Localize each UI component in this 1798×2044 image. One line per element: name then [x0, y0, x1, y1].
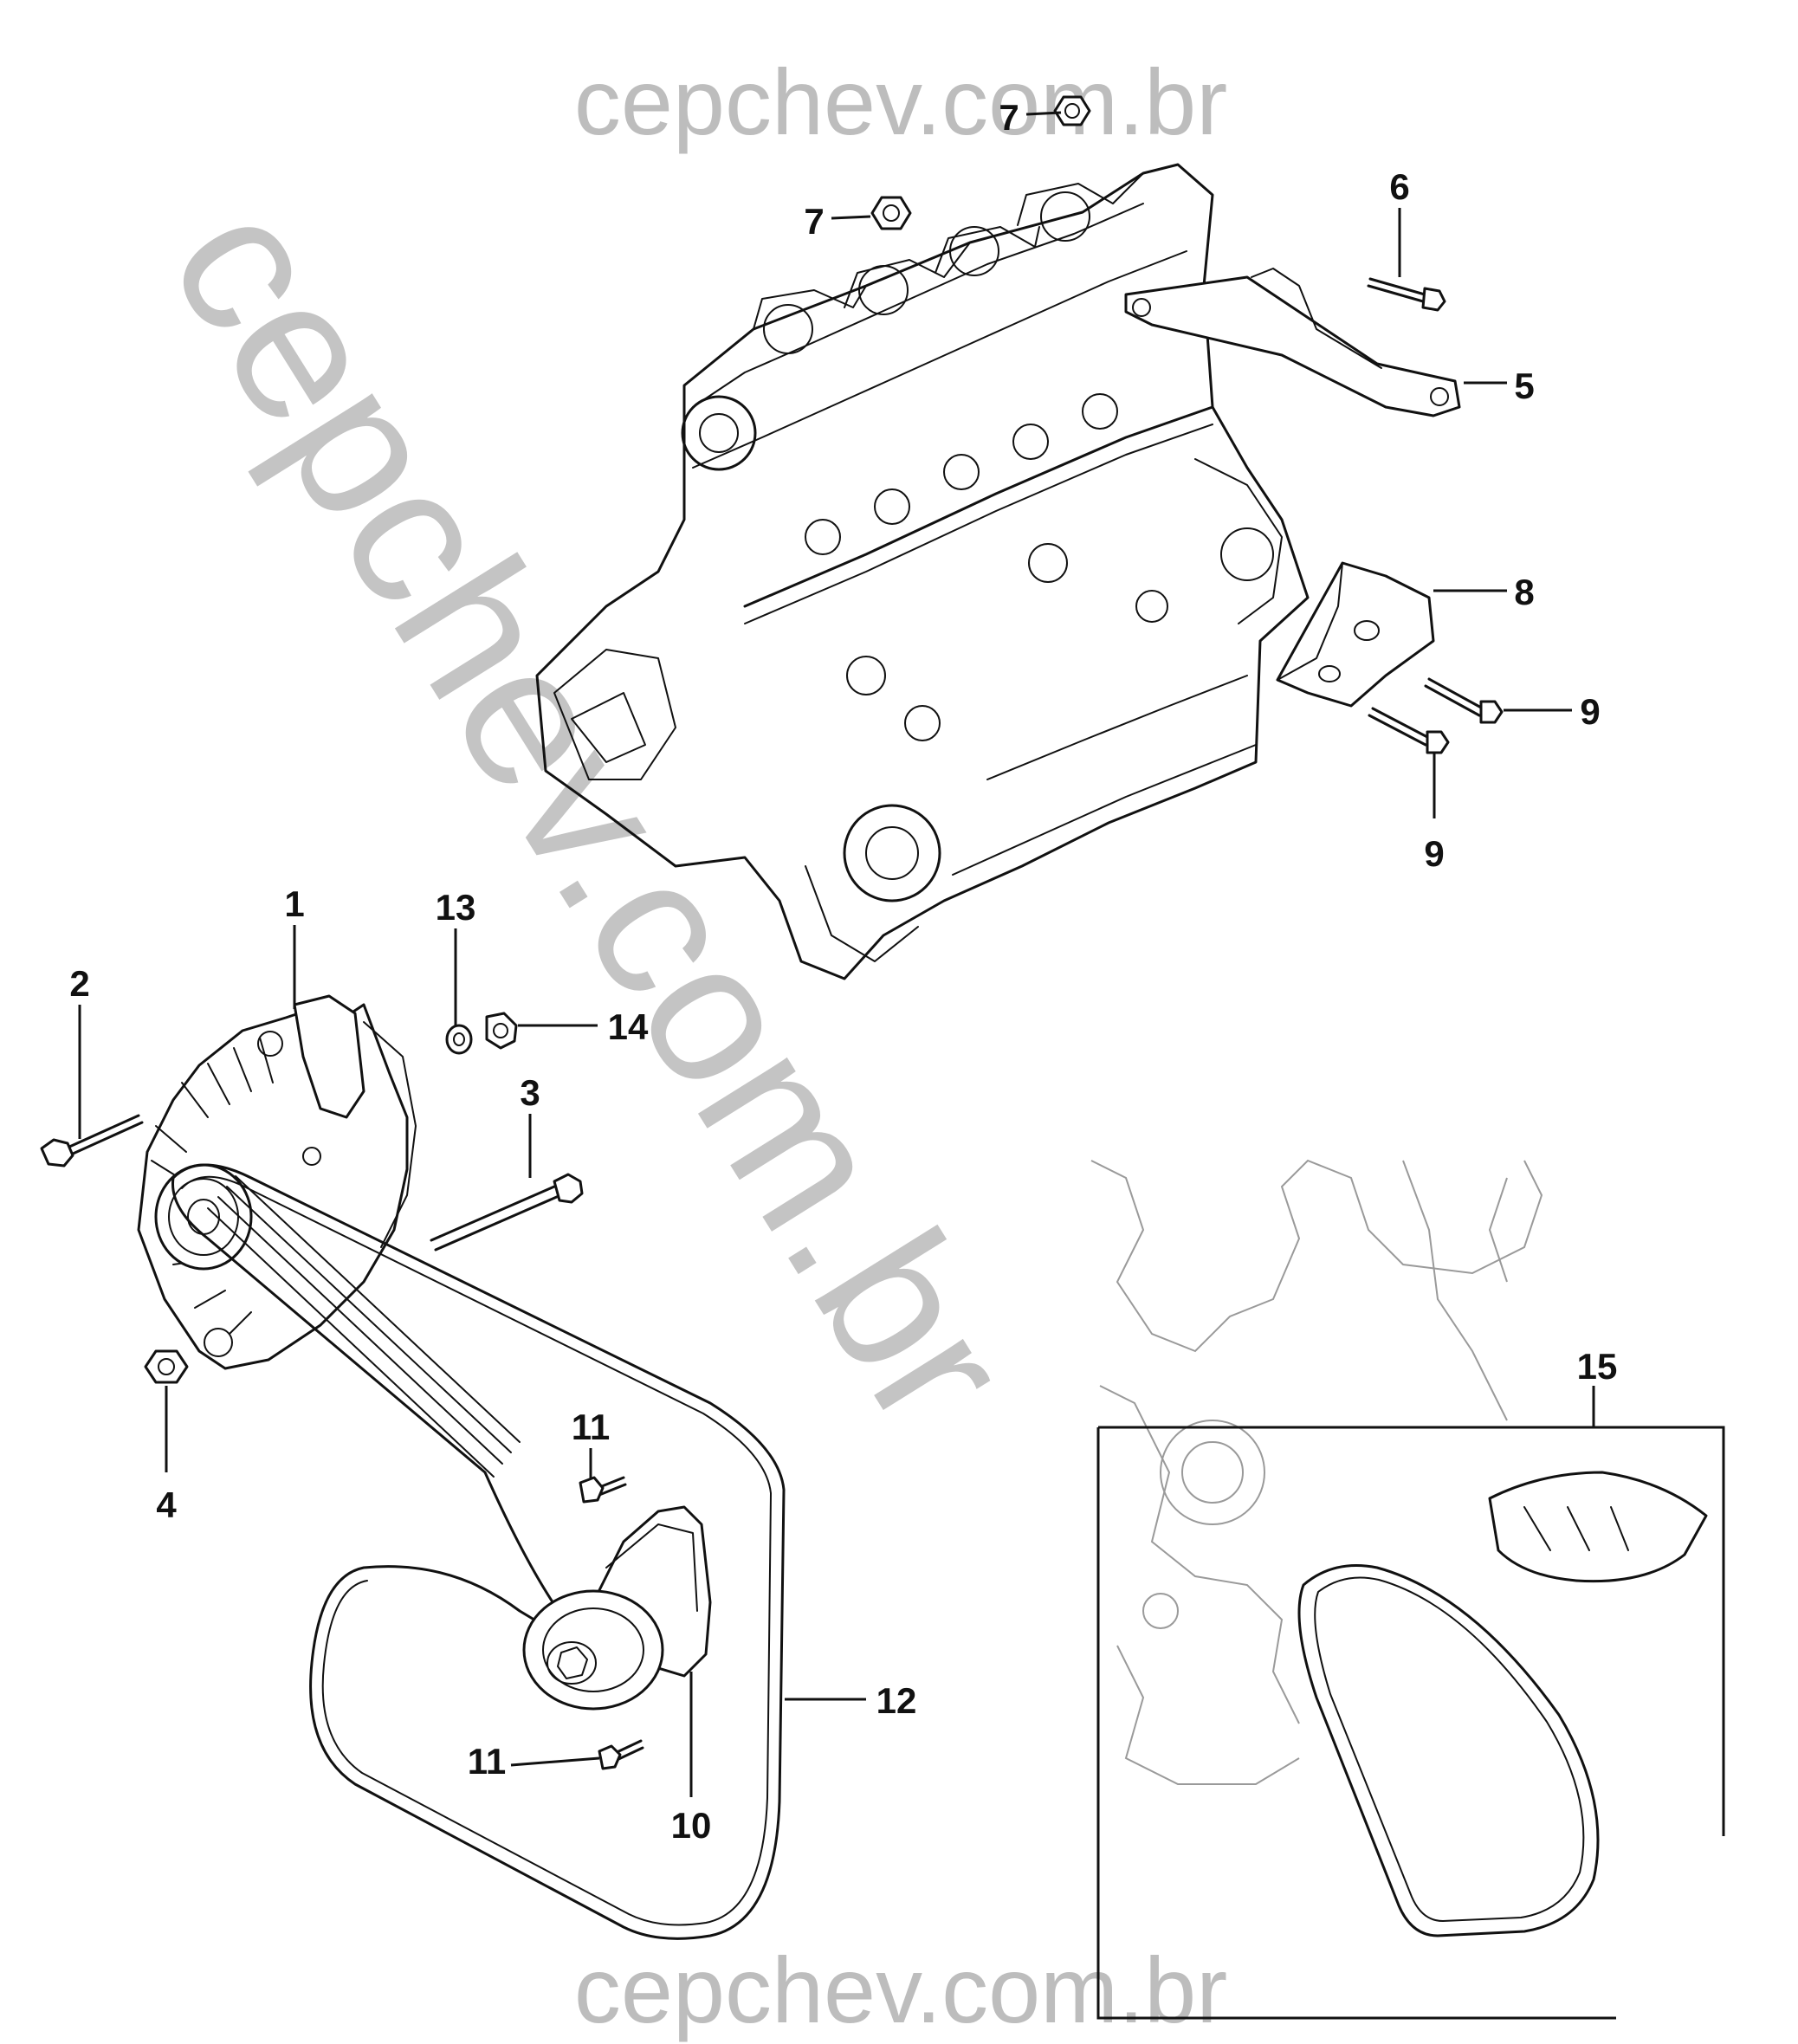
nut-4 — [144, 1349, 189, 1384]
part-labels: 7 7 6 5 8 9 9 1 13 2 14 3 4 11 12 11 10 … — [69, 97, 1617, 1846]
label-part-7-upper: 7 — [999, 97, 1019, 138]
washer-13 — [445, 1024, 473, 1055]
bolt-9-lower — [1368, 707, 1450, 754]
label-part-4: 4 — [156, 1484, 177, 1525]
watermark-bottom: cepchev.com.br — [574, 1937, 1227, 2042]
label-part-1: 1 — [284, 883, 304, 924]
label-part-11-lower: 11 — [468, 1741, 506, 1782]
label-part-2: 2 — [69, 963, 89, 1004]
label-part-8: 8 — [1514, 572, 1534, 612]
label-part-14: 14 — [608, 1006, 649, 1047]
label-part-7-left: 7 — [804, 201, 824, 242]
bolt-11-lower — [598, 1739, 644, 1770]
nut-14 — [485, 1012, 518, 1050]
label-part-3: 3 — [520, 1072, 540, 1113]
upper-bracket — [1124, 268, 1461, 417]
engine-block — [535, 163, 1310, 980]
leader-lines — [78, 111, 1595, 1797]
label-part-13: 13 — [436, 887, 476, 928]
belt-tensioner — [522, 1505, 712, 1711]
label-part-9-upper: 9 — [1580, 691, 1600, 732]
bolt-3 — [430, 1173, 584, 1252]
nut-7-upper — [1053, 95, 1091, 126]
label-part-9-lower: 9 — [1424, 833, 1444, 874]
watermark-top: cepchev.com.br — [574, 49, 1227, 154]
nut-7-left — [870, 196, 912, 230]
bolt-2 — [40, 1114, 144, 1168]
label-part-15: 15 — [1577, 1346, 1618, 1387]
bolt-9-upper — [1424, 677, 1504, 724]
label-part-12: 12 — [876, 1680, 917, 1721]
inset-view — [1090, 1159, 1725, 2020]
alternator-pulley — [154, 1163, 253, 1271]
label-part-6: 6 — [1389, 166, 1409, 207]
label-part-5: 5 — [1514, 365, 1534, 406]
bolt-6 — [1367, 277, 1446, 312]
label-part-11-upper: 11 — [572, 1407, 610, 1447]
label-part-10: 10 — [671, 1805, 712, 1846]
alternator — [137, 994, 417, 1370]
engine-mount — [1276, 561, 1435, 708]
bolt-11-upper — [579, 1476, 627, 1504]
